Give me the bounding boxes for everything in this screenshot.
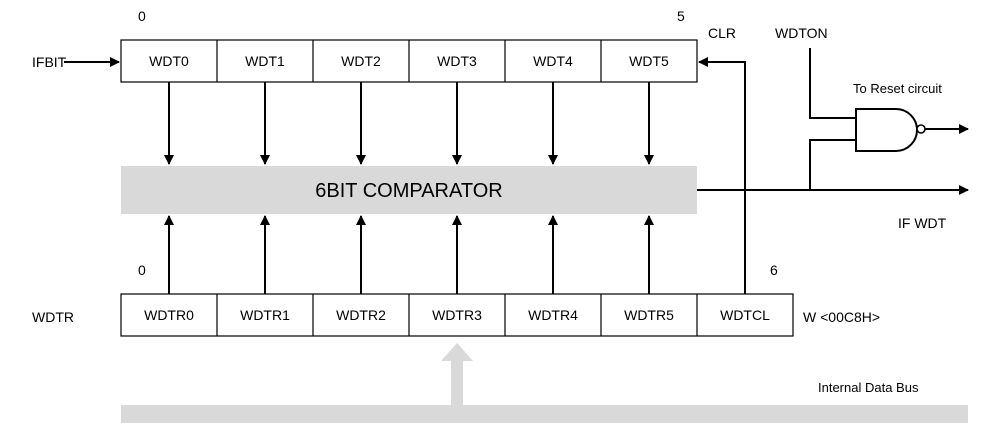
- wdton-label: WDTON: [775, 25, 828, 41]
- register-address-label: W <00C8H>: [803, 309, 880, 325]
- wdton-wire: [809, 48, 856, 119]
- register-bit-end-label: 6: [770, 262, 778, 278]
- counter-cell-wdt3: WDT3: [437, 53, 477, 69]
- comparator-box: [121, 166, 697, 214]
- if-wdt-label: IF WDT: [898, 215, 947, 231]
- counter-bit-end-label: 5: [677, 8, 685, 24]
- register-bit-start-label: 0: [138, 262, 146, 278]
- wdtr-cell-wdtr4: WDTR4: [528, 307, 578, 323]
- reset-circuit-label: To Reset circuit: [853, 81, 942, 96]
- counter-bit-start-label: 0: [138, 8, 146, 24]
- register-to-comparator-arrows: [164, 215, 654, 294]
- internal-data-bus: [121, 405, 968, 423]
- wdtr-cell-wdtr5: WDTR5: [624, 307, 674, 323]
- wdtr-register: WDTR0 WDTR1 WDTR2 WDTR3 WDTR4 WDTR5 WDTC…: [120, 293, 794, 337]
- internal-data-bus-label: Internal Data Bus: [818, 380, 919, 395]
- comparator-to-gate-wire: [809, 139, 856, 190]
- wdtr-cell-wdtcl: WDTCL: [720, 307, 770, 323]
- comparator-label: 6BIT COMPARATOR: [315, 180, 502, 202]
- wdtr-cell-wdtr2: WDTR2: [336, 307, 386, 323]
- wdtr-register-box: [120, 293, 794, 337]
- counter-cell-wdt0: WDT0: [149, 53, 189, 69]
- counter-register: WDT0 WDT1 WDT2 WDT3 WDT4 WDT5: [120, 39, 698, 83]
- register-name-label: WDTR: [32, 309, 74, 325]
- bus-arrow-head: [441, 343, 473, 361]
- inverter-bubble: [916, 124, 926, 134]
- counter-to-comparator-arrows: [164, 82, 654, 165]
- counter-cell-wdt5: WDT5: [629, 53, 669, 69]
- wdtr-cell-wdtr1: WDTR1: [240, 307, 290, 323]
- wdtr-cell-wdtr3: WDTR3: [432, 307, 482, 323]
- counter-cell-wdt1: WDT1: [245, 53, 285, 69]
- clr-feedback-arrow: [698, 57, 746, 294]
- and-gate: [855, 108, 918, 152]
- counter-cell-wdt2: WDT2: [341, 53, 381, 69]
- wdtr-cell-wdtr0: WDTR0: [144, 307, 194, 323]
- counter-cell-wdt4: WDT4: [533, 53, 573, 69]
- bus-arrow-shaft: [451, 360, 463, 406]
- ifbit-label: IFBIT: [32, 54, 67, 70]
- clr-label: CLR: [708, 25, 736, 41]
